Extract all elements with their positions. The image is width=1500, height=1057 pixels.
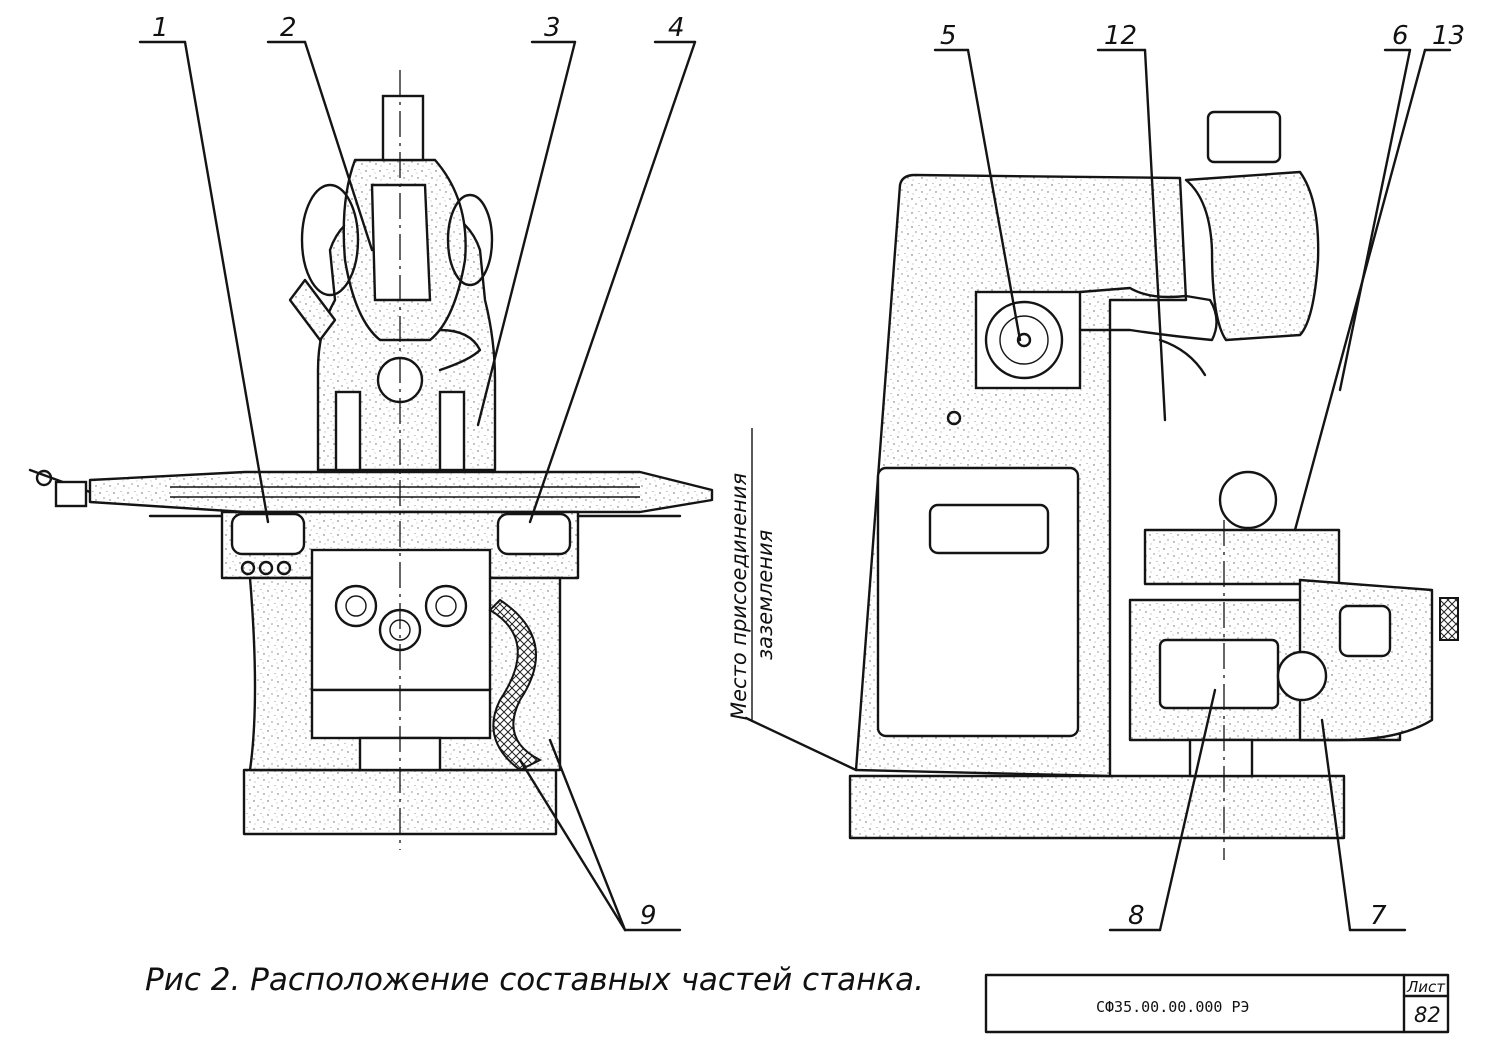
side-switch [1338, 604, 1392, 658]
side-table [1143, 528, 1341, 586]
callouts: 1 2 3 4 5 12 6 13 9 8 7 [152, 13, 1465, 931]
saddle-window-left [230, 512, 306, 556]
callout-8: 8 [1128, 901, 1145, 931]
document-code: СФ35.00.00.000 РЭ [1096, 998, 1250, 1016]
side-spindle-head [1184, 170, 1320, 342]
head-side-cover-left [300, 183, 360, 297]
table-handwheel [54, 480, 88, 508]
lamp [288, 278, 337, 342]
coolant-pipe [438, 328, 482, 372]
flexible-conduit [488, 598, 543, 772]
saddle-window-right [496, 512, 572, 556]
sheet-number: 82 [1414, 1003, 1441, 1027]
callout-2: 2 [280, 13, 297, 43]
side-spindle-motor [1206, 110, 1282, 164]
callout-4: 4 [668, 13, 685, 43]
callout-7: 7 [1370, 901, 1387, 931]
callout-6: 6 [1392, 21, 1409, 51]
column-slot-left [334, 390, 362, 472]
side-handwheel [1439, 597, 1459, 641]
sheet-label: Лист [1406, 978, 1446, 996]
side-knee-slope [1298, 578, 1434, 742]
speed-dial [984, 300, 1064, 380]
head-side-cover-right [446, 193, 494, 287]
callout-3: 3 [544, 13, 561, 43]
front-view [28, 70, 714, 850]
title-block: СФ35.00.00.000 РЭ Лист 82 [984, 973, 1450, 1034]
side-view [848, 110, 1459, 860]
figure-caption: Рис 2. Расположение составных частей ста… [145, 962, 924, 998]
spindle-nose [381, 94, 425, 162]
callout-9: 9 [640, 901, 657, 931]
grounding-label-line1: Место присоединения [727, 473, 751, 720]
callout-1: 1 [152, 13, 169, 43]
grounding-label: Место присоединения заземления [727, 428, 777, 720]
callout-13: 13 [1432, 21, 1465, 51]
side-base [848, 774, 1346, 840]
callout-5: 5 [940, 21, 957, 51]
column-slot-right [438, 390, 466, 472]
side-table-wheel [1218, 470, 1278, 530]
leader-lines [138, 40, 1452, 932]
door-window [928, 503, 1050, 555]
spindle-head-inner [370, 183, 432, 302]
work-table [88, 470, 714, 514]
callout-12: 12 [1104, 21, 1137, 51]
feed-dial [1276, 650, 1328, 702]
grounding-label-line2: заземления [753, 530, 777, 660]
knee-lower-block [310, 688, 492, 740]
feed-panel [1158, 638, 1280, 710]
